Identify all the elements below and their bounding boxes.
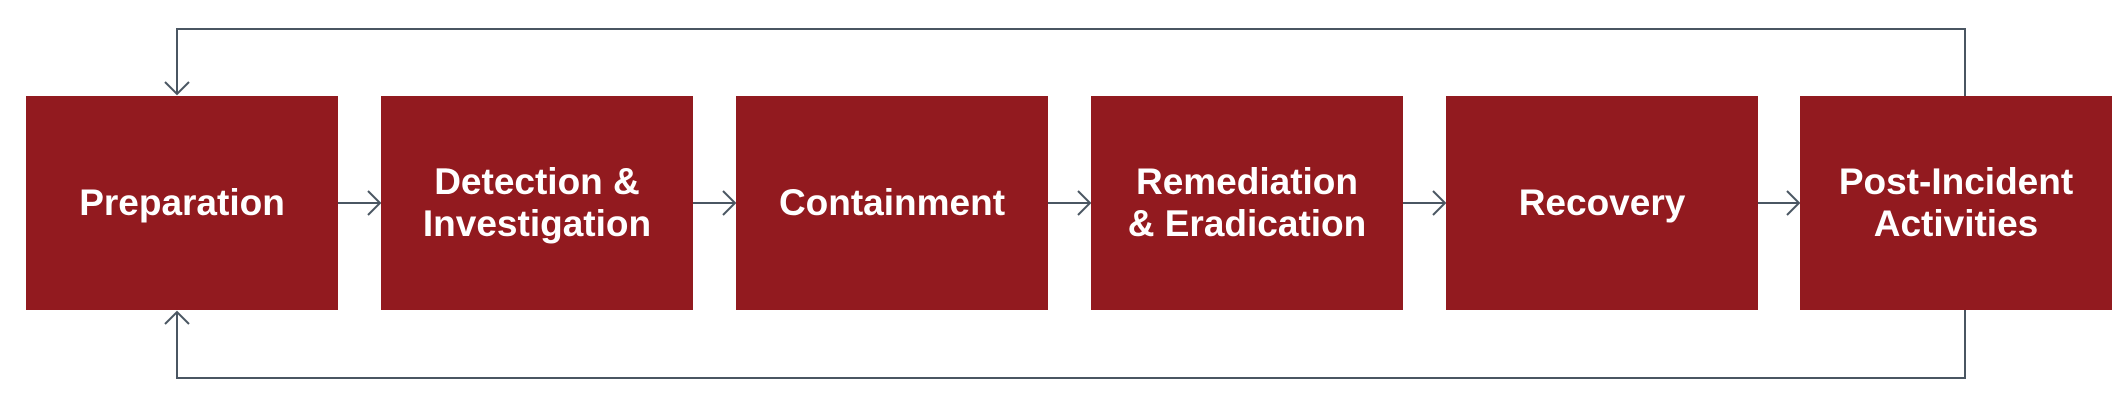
feedback-loop-bottom bbox=[164, 310, 1966, 379]
step-remediation-eradication: Remediation & Eradication bbox=[1091, 96, 1403, 310]
step-post-incident-activities: Post-Incident Activities bbox=[1800, 96, 2112, 310]
step-label: Detection & Investigation bbox=[422, 160, 652, 244]
arrow-5-to-6 bbox=[1758, 190, 1801, 216]
arrow-4-to-5 bbox=[1403, 190, 1447, 216]
arrow-1-to-2 bbox=[338, 190, 382, 216]
step-label: Containment bbox=[778, 181, 1006, 223]
step-label: Recovery bbox=[1518, 181, 1686, 223]
step-label: Post-Incident Activities bbox=[1838, 160, 2074, 244]
step-label: Remediation & Eradication bbox=[1127, 160, 1367, 244]
arrow-2-to-3 bbox=[693, 190, 737, 216]
step-preparation: Preparation bbox=[26, 96, 338, 310]
step-detection-investigation: Detection & Investigation bbox=[381, 96, 693, 310]
arrow-3-to-4 bbox=[1048, 190, 1092, 216]
step-recovery: Recovery bbox=[1446, 96, 1758, 310]
feedback-loop-top bbox=[164, 28, 1966, 96]
step-containment: Containment bbox=[736, 96, 1048, 310]
step-label: Preparation bbox=[79, 181, 285, 223]
